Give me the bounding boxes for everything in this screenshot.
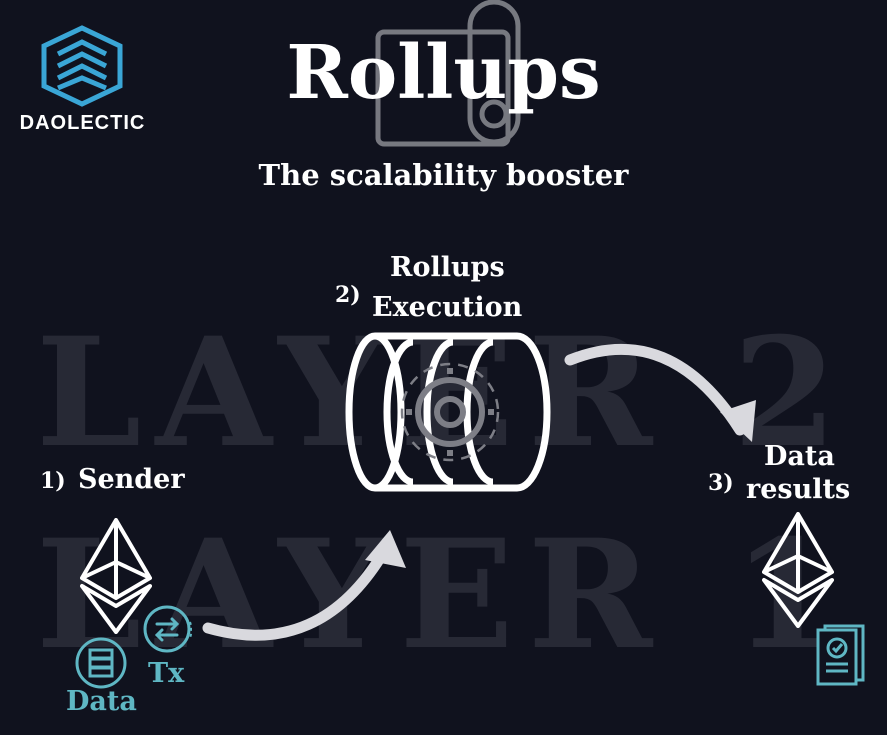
daolectic-logo-icon	[41, 25, 123, 107]
transfer-arrows-icon	[143, 605, 192, 653]
step1-label: Sender	[78, 464, 185, 495]
ethereum-icon	[80, 518, 152, 634]
arrow-to-rollup	[202, 530, 406, 641]
data-badge-label: Data	[66, 686, 137, 717]
step3-number: 3)	[708, 470, 734, 496]
step1-number: 1)	[40, 468, 66, 494]
rollup-cylinder-gear-icon	[345, 332, 551, 492]
step2-label-line2: Execution	[372, 292, 523, 323]
document-check-icon	[816, 624, 865, 686]
page-subtitle: The scalability booster	[258, 158, 629, 192]
ethereum-icon-results	[762, 512, 834, 628]
layer1-watermark: LAYER 1	[35, 507, 852, 683]
arrow-to-results	[564, 343, 756, 442]
scroll-outline-icon	[375, 0, 521, 147]
page-title: Rollups	[286, 30, 601, 116]
brand-name: DAOLECTIC	[19, 112, 146, 134]
tx-badge-label: Tx	[148, 658, 185, 689]
step2-label-line1: Rollups	[390, 252, 505, 283]
step3-label-line2: results	[746, 474, 851, 505]
step3-label-line1: Data	[764, 441, 835, 472]
step2-number: 2)	[335, 282, 361, 308]
database-icon	[75, 637, 127, 689]
